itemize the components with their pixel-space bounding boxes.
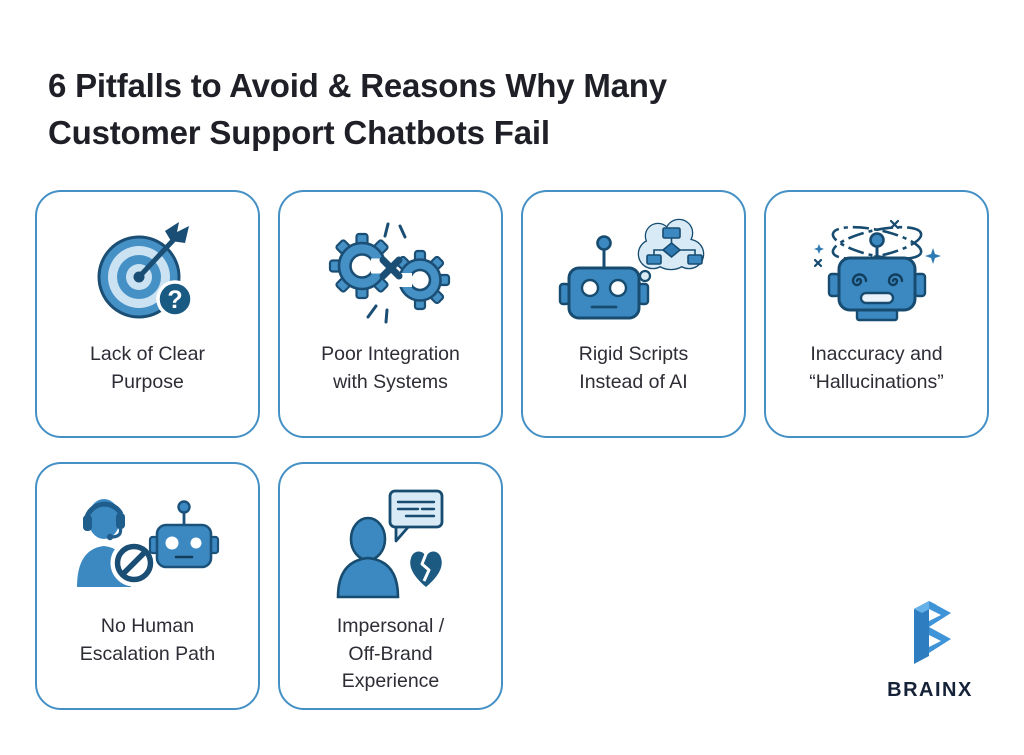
card-inaccuracy-and-hallucinations: Inaccuracy and “Hallucinations”	[764, 190, 989, 438]
card-impersonal-off-brand-experience: Impersonal / Off-Brand Experience	[278, 462, 503, 710]
cards-row-2: No Human Escalation Path	[35, 462, 503, 710]
brainx-logo: BRAINX	[864, 598, 996, 702]
brainx-logo-mark	[914, 601, 951, 664]
page-title: 6 Pitfalls to Avoid & Reasons Why Many C…	[48, 62, 828, 156]
card-label: Inaccuracy and “Hallucinations”	[809, 343, 944, 393]
page-title-line1: 6 Pitfalls to Avoid & Reasons Why Many	[48, 67, 667, 105]
card-label: Impersonal / Off-Brand Experience	[336, 615, 445, 692]
card-rigid-scripts-instead-of-ai: Rigid Scripts Instead of AI	[521, 190, 746, 438]
card-label: Poor Integration with Systems	[321, 343, 460, 393]
page-title-line2: Customer Support Chatbots Fail	[48, 114, 550, 152]
card-no-human-escalation-path: No Human Escalation Path	[35, 462, 260, 710]
target-dart-question-icon: ?	[93, 216, 203, 328]
dizzy-robot-icon	[807, 216, 947, 328]
card-label: No Human Escalation Path	[79, 615, 216, 665]
agent-blocked-robot-icon	[73, 488, 223, 600]
svg-text:?: ?	[167, 286, 182, 314]
card-label: Rigid Scripts Instead of AI	[578, 343, 689, 393]
card-lack-of-clear-purpose: ? Lack of Clear Purpose	[35, 190, 260, 438]
person-chat-broken-heart-icon	[330, 488, 452, 600]
robot-flowchart-thought-icon	[555, 216, 713, 328]
card-label: Lack of Clear Purpose	[90, 343, 205, 393]
brainx-wordmark: BRAINX	[887, 679, 973, 701]
card-poor-integration-with-systems: Poor Integration with Systems	[278, 190, 503, 438]
broken-gears-icon	[324, 216, 458, 328]
cards-row-1: ? Lack of Clear Purpose	[35, 190, 989, 438]
